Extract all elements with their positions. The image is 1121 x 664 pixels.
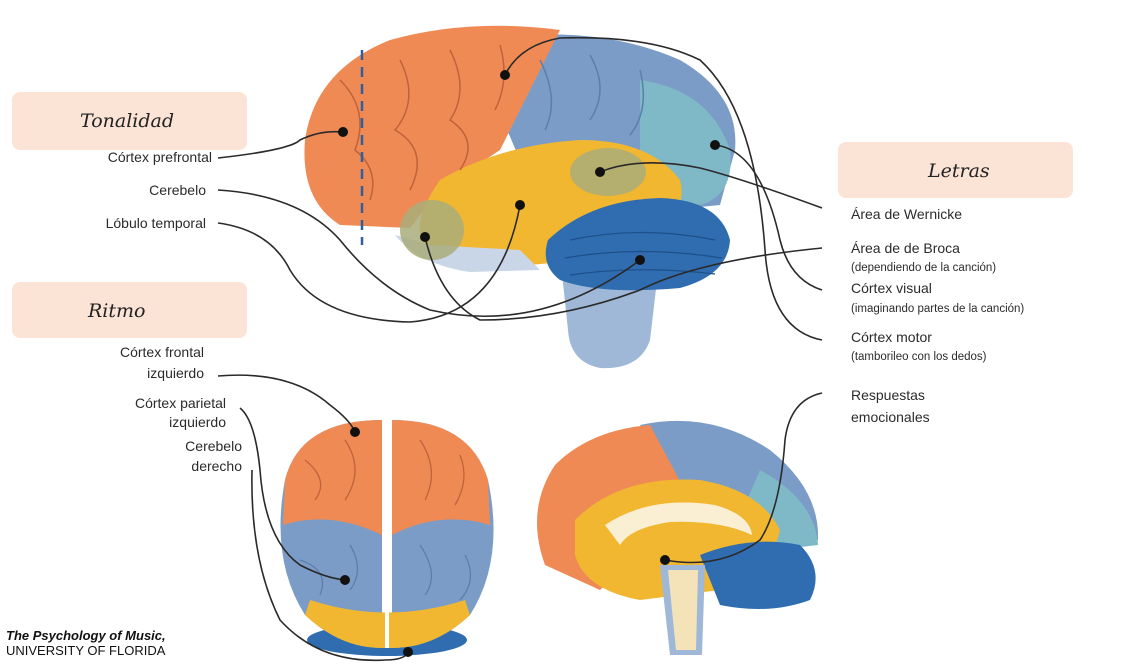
label-emocionales-line1: Respuestas <box>851 387 925 404</box>
letras-header: Letras <box>928 160 990 182</box>
dot-emotional <box>660 555 670 565</box>
tonalidad-header: Tonalidad <box>80 110 174 132</box>
dot-cerebellum-right <box>403 647 413 657</box>
label-cortex-prefrontal: Córtex prefrontal <box>108 149 212 166</box>
top-left-frontal <box>283 420 382 535</box>
label-cortex-parietal-line2: izquierdo <box>169 414 226 431</box>
wernicke-area-highlight <box>570 148 646 196</box>
dot-parietal-left <box>340 575 350 585</box>
dot-occipital-side <box>710 140 720 150</box>
label-cortex-frontal-line1: Córtex frontal <box>120 344 204 361</box>
label-cerebelo-derecho-line2: derecho <box>191 458 242 475</box>
label-cerebelo: Cerebelo <box>149 182 206 199</box>
label-broca-sub: (dependiendo de la canción) <box>851 260 996 277</box>
label-broca: Área de de Broca <box>851 240 960 257</box>
dot-prefrontal <box>338 127 348 137</box>
top-view-brain <box>281 420 494 656</box>
label-cerebelo-derecho-line1: Cerebelo <box>185 438 242 455</box>
dot-frontal-left <box>350 427 360 437</box>
credit-title: The Psychology of Music, <box>6 628 166 643</box>
label-motor-sub: (tamborileo con los dedos) <box>851 349 987 366</box>
dot-cerebellum <box>635 255 645 265</box>
credit-institution: UNIVERSITY OF FLORIDA <box>6 643 166 658</box>
dot-broca <box>420 232 430 242</box>
broca-area-highlight <box>400 200 464 260</box>
label-wernicke: Área de Wernicke <box>851 206 962 223</box>
dot-wernicke <box>595 167 605 177</box>
ritmo-header: Ritmo <box>88 300 145 322</box>
label-motor: Córtex motor <box>851 329 932 346</box>
label-emocionales-line2: emocionales <box>851 409 930 426</box>
label-visual: Córtex visual <box>851 280 932 297</box>
label-lobulo-temporal: Lóbulo temporal <box>106 215 206 232</box>
dot-parietal-side <box>500 70 510 80</box>
label-cortex-frontal-line2: izquierdo <box>147 365 204 382</box>
label-cortex-parietal-line1: Córtex parietal <box>135 395 226 412</box>
sagittal-cerebellum <box>700 542 816 609</box>
side-view-brain <box>304 26 735 368</box>
dot-temporal <box>515 200 525 210</box>
credit: The Psychology of Music, UNIVERSITY OF F… <box>6 628 166 658</box>
top-right-frontal <box>392 420 490 535</box>
label-visual-sub: (imaginando partes de la canción) <box>851 301 1024 318</box>
sagittal-view-brain <box>537 421 818 655</box>
